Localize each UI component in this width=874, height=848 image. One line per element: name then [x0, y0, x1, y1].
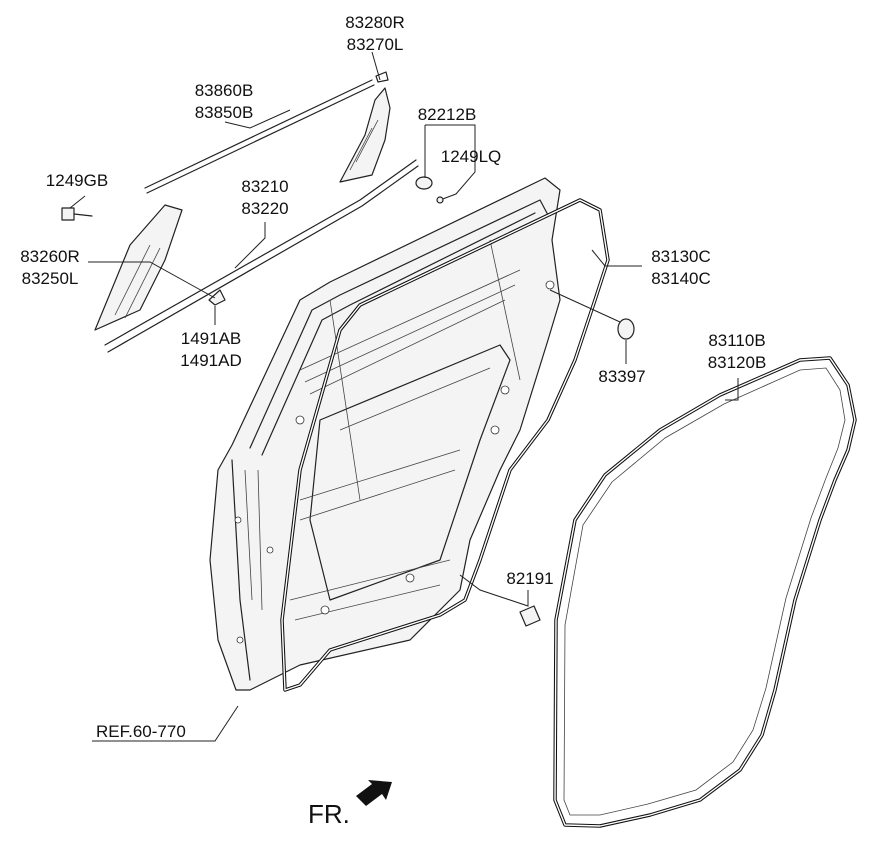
callout-83860B: 83860B [195, 81, 254, 100]
callout-82191: 82191 [506, 569, 553, 588]
callout-83130C: 83130C [651, 247, 711, 266]
callout-83250L: 83250L [22, 269, 79, 288]
callout-83140C: 83140C [651, 269, 711, 288]
door-frame-weatherstrip [280, 198, 610, 692]
front-direction-marker: FR. [308, 780, 392, 829]
callout-83850B: 83850B [195, 103, 254, 122]
callout-labels: 83280R 83270L 83860B 83850B 82212B 1249L… [20, 13, 766, 588]
callout-83280R: 83280R [345, 13, 405, 32]
callout-1249GB: 1249GB [46, 171, 108, 190]
leader-lines [69, 51, 739, 742]
callout-83270L: 83270L [347, 35, 404, 54]
callout-83260R: 83260R [20, 247, 80, 266]
callout-82212B: 82212B [418, 105, 477, 124]
upper-trims [61, 71, 635, 627]
callout-83210: 83210 [241, 177, 288, 196]
callout-83220: 83220 [241, 199, 288, 218]
front-label: FR. [308, 799, 350, 829]
body-side-weatherstrip [553, 356, 857, 828]
callout-83110B: 83110B [708, 331, 765, 350]
reference-label: REF.60-770 [96, 722, 186, 741]
callout-1491AB: 1491AB [181, 329, 242, 348]
callout-83120B: 83120B [708, 353, 767, 372]
callout-1491AD: 1491AD [180, 351, 241, 370]
front-arrow-icon [356, 780, 392, 806]
callout-83397: 83397 [598, 367, 645, 386]
door-panel [209, 177, 561, 691]
callout-1249LQ: 1249LQ [441, 147, 502, 166]
